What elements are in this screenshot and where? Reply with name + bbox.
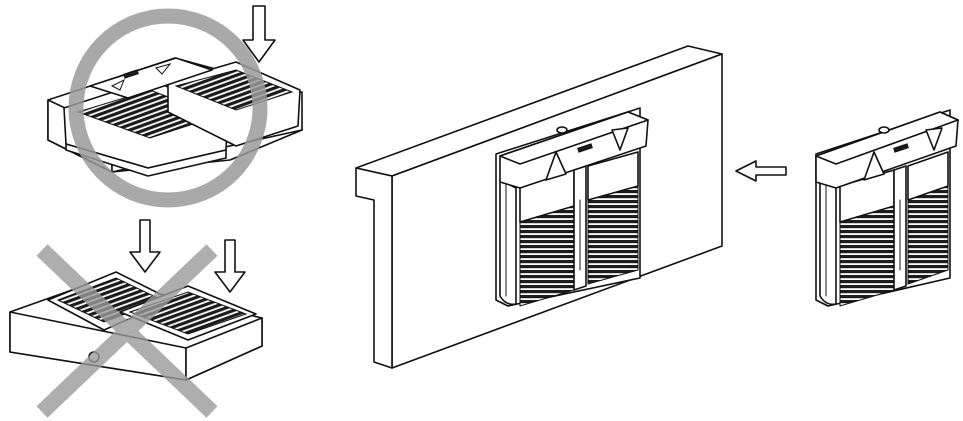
- arrow-down-icon: [129, 219, 161, 273]
- wrong-usage-figure: [9, 219, 263, 418]
- arrow-down-icon: [242, 5, 276, 63]
- correct-usage-figure: [47, 5, 303, 208]
- x-wrong-icon: [36, 244, 218, 418]
- arrow-left-icon: [735, 160, 787, 182]
- circle-correct-icon: [68, 8, 268, 208]
- mounted-pedal: [495, 107, 649, 307]
- arrow-down-icon: [214, 239, 246, 293]
- pedal-to-insert-figure: [815, 109, 959, 307]
- pedal-top-cap: [89, 57, 213, 99]
- mounting-panel-figure: [355, 45, 723, 369]
